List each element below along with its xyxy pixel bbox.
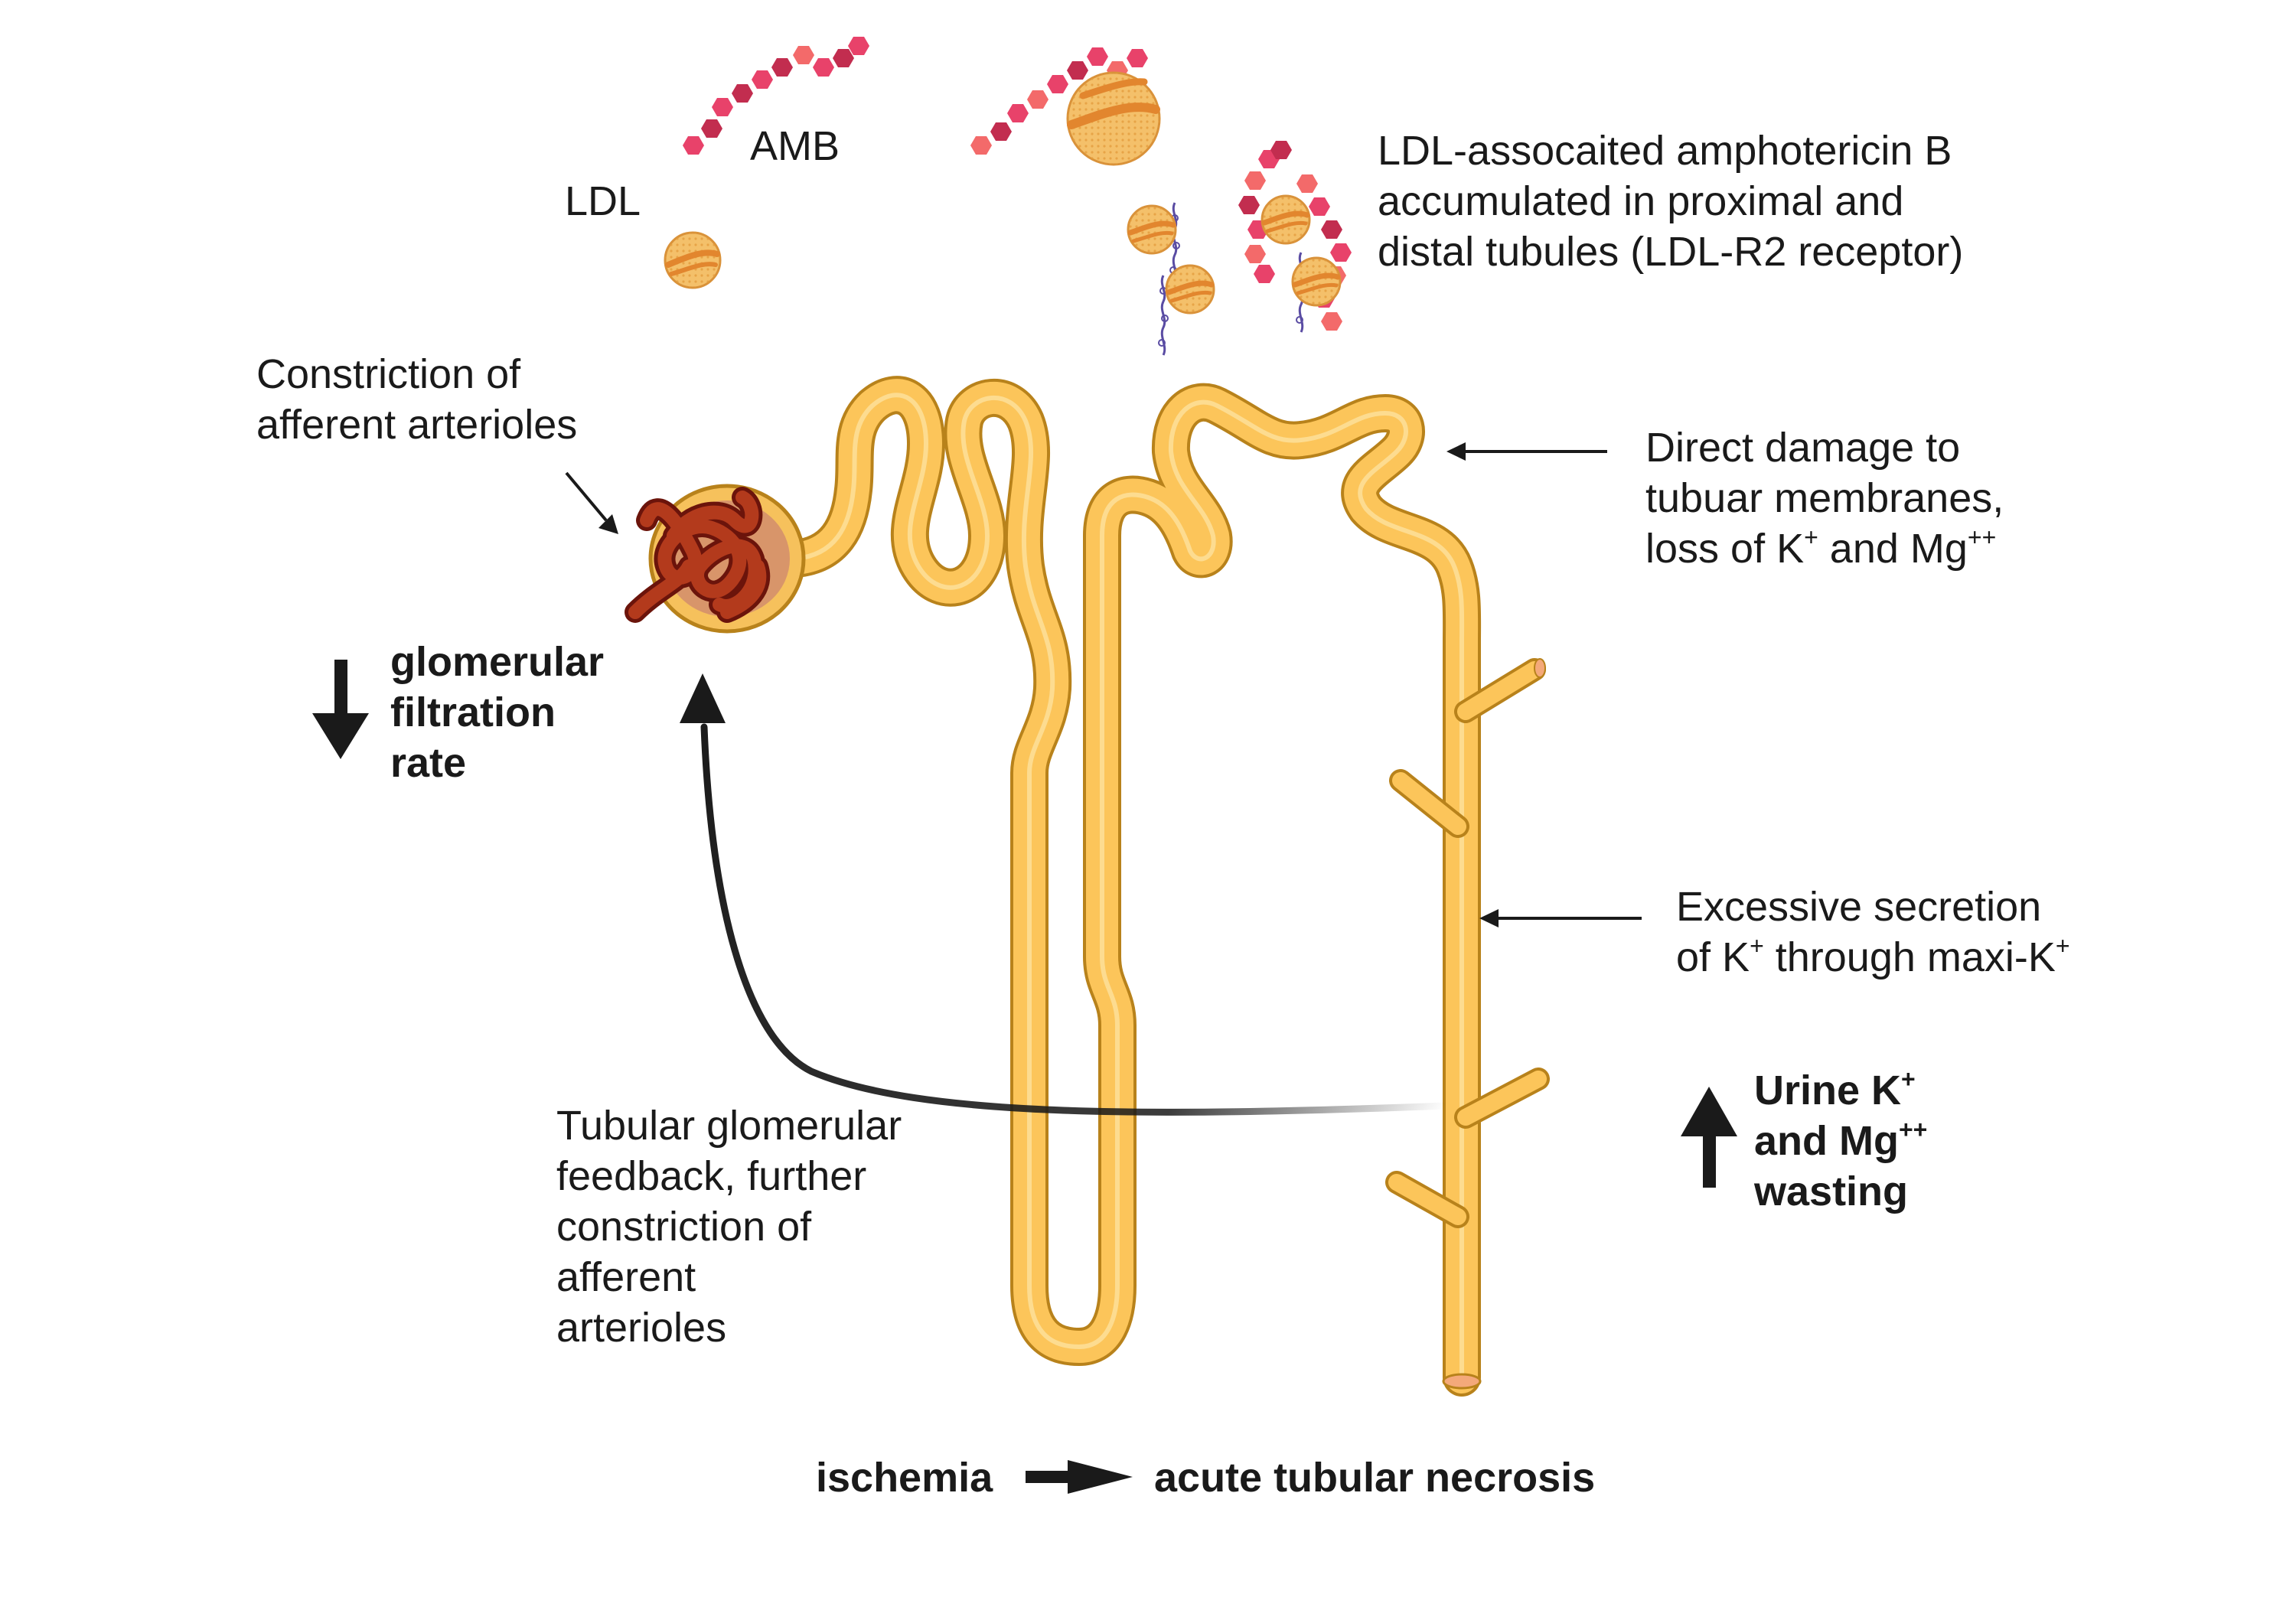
direct-damage-label: Direct damage to tubuar membranes, loss … xyxy=(1645,425,2004,572)
ischemia-label: ischemia xyxy=(816,1455,993,1501)
ldl-label: LDL xyxy=(565,178,641,224)
down-arrow-icon xyxy=(312,660,369,759)
right-arrow-icon xyxy=(1026,1460,1133,1494)
ldl-particle-icon xyxy=(665,233,720,288)
feedback-label: Tubular glomerular feedback, further con… xyxy=(556,1103,902,1351)
collecting-duct-branches xyxy=(1385,658,1550,1228)
ldl-amb-accumulation-label: LDL-assocaited amphotericin B accumulate… xyxy=(1378,128,1964,275)
ldl-amb-complex-icon xyxy=(970,47,1161,166)
gfr-label: glomerular filtration rate xyxy=(390,639,605,786)
ldl-receptor-icon xyxy=(1128,141,1352,357)
constriction-label: Constriction of afferent arterioles xyxy=(256,351,578,448)
up-arrow-icon xyxy=(1681,1087,1737,1188)
annotation-arrows xyxy=(565,442,1642,927)
glomerulus-icon xyxy=(625,484,806,634)
nephron-icon xyxy=(777,376,1550,1397)
feedback-arrow-icon xyxy=(680,673,1450,1116)
necrosis-label: acute tubular necrosis xyxy=(1154,1455,1596,1501)
excessive-secretion-label: Excessive secretion of K+ through maxi-K… xyxy=(1676,884,2070,980)
urine-wasting-label: Urine K+ and Mg++ wasting xyxy=(1754,1065,1928,1214)
amb-label: AMB xyxy=(750,123,840,169)
tubule-outline xyxy=(777,376,1482,1397)
